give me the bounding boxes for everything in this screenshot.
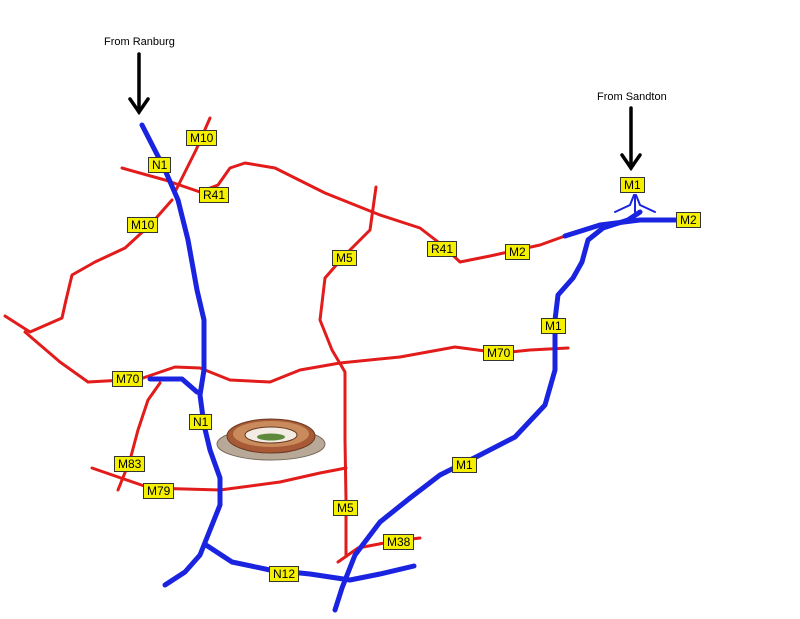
road-m79 [90, 466, 348, 492]
label-n12: N12 [269, 566, 300, 582]
road-r41 [198, 161, 567, 264]
road-m83 [116, 381, 162, 492]
entry-arrows [128, 52, 642, 172]
highway-n1-link [147, 376, 200, 395]
highway-m2-east [562, 217, 678, 239]
label-m79: M79 [143, 483, 175, 499]
label-m83: M83 [114, 456, 146, 472]
label-m1-mid: M1 [541, 318, 566, 334]
label-n1-top: N1 [148, 157, 172, 173]
label-m2-right: M2 [676, 212, 701, 228]
highways [139, 122, 678, 613]
interchange-ramp [635, 194, 656, 213]
highway-m1 [332, 209, 643, 613]
label-m1-top: M1 [620, 177, 645, 193]
label-m1-low: M1 [452, 457, 477, 473]
interchange-ramp [614, 194, 635, 213]
label-m5-top: M5 [332, 250, 357, 266]
arrow-ranburg-head [128, 97, 150, 116]
arrow-sandton-head [620, 153, 642, 172]
stadium-icon [216, 418, 326, 461]
label-m38: M38 [383, 534, 415, 550]
label-r41-left: R41 [199, 187, 230, 203]
label-m2-mid: M2 [505, 244, 530, 260]
label-m5-low: M5 [333, 500, 358, 516]
road-m10-north [173, 116, 212, 194]
label-m70-right: M70 [483, 345, 515, 361]
road-m5 [318, 185, 378, 557]
highway-n12 [203, 542, 417, 583]
road-m10-spur [23, 330, 90, 384]
road-r41-west [120, 166, 202, 194]
highway-n1 [139, 122, 223, 588]
label-m70-left: M70 [112, 371, 144, 387]
interchange [614, 194, 656, 213]
label-m10-top: M10 [186, 130, 218, 146]
metro-roads [3, 116, 570, 564]
label-r41-right: R41 [427, 241, 458, 257]
origin-sandton-label: From Sandton [597, 91, 667, 103]
label-n1-mid: N1 [189, 414, 213, 430]
label-m10-left: M10 [127, 217, 159, 233]
origin-ranburg-label: From Ranburg [104, 36, 175, 48]
